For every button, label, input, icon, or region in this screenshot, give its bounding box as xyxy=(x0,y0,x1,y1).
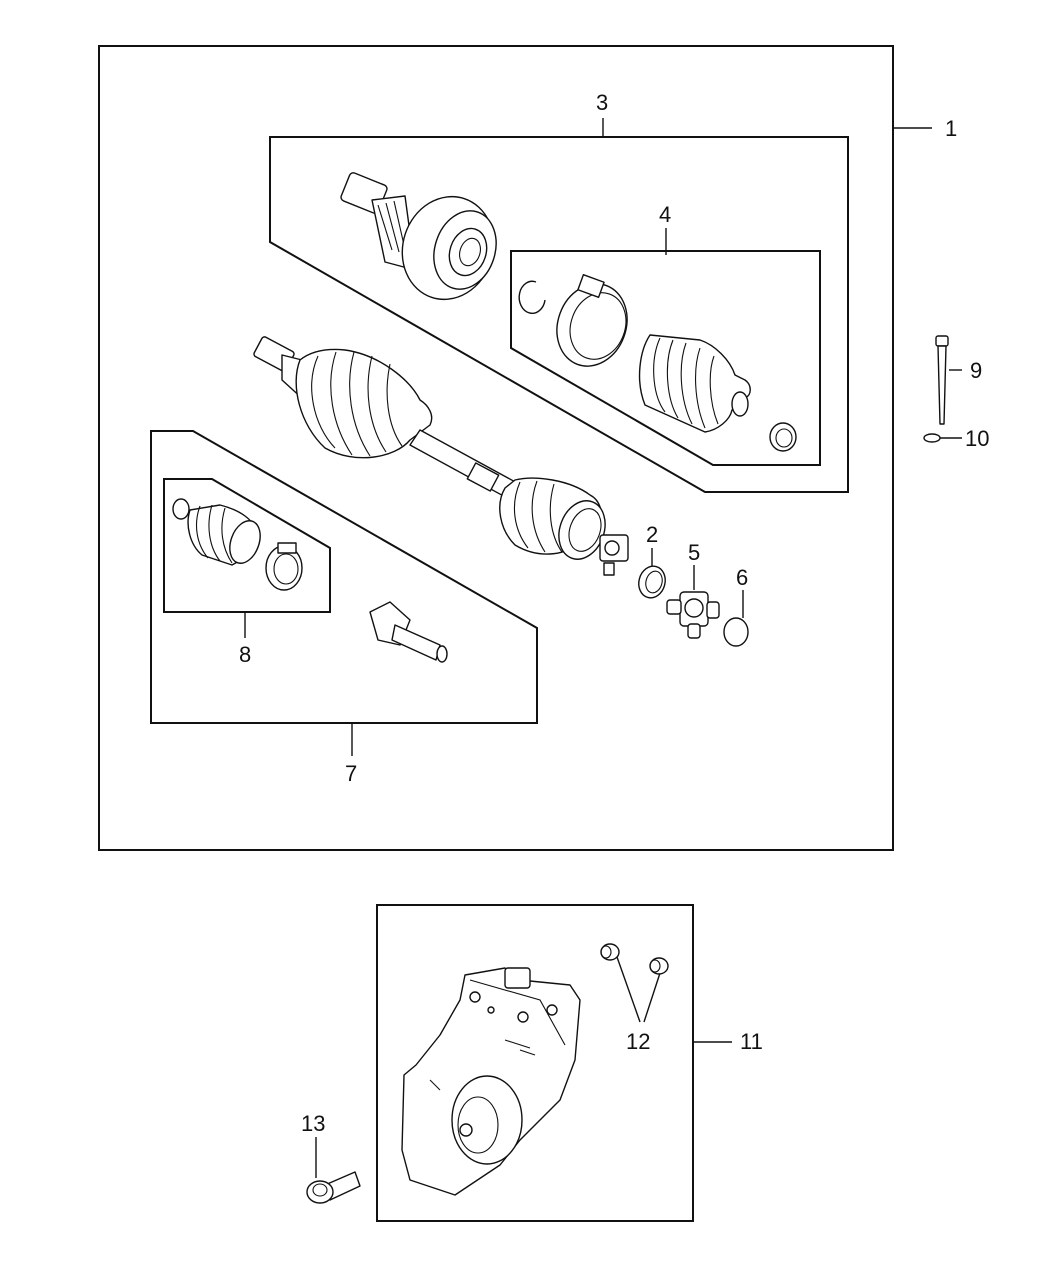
callout-2: 2 xyxy=(646,522,658,547)
callout-4: 4 xyxy=(659,202,671,227)
callout-6: 6 xyxy=(736,565,748,590)
bolt-9 xyxy=(935,335,949,425)
inner-joint-kit-7-frame xyxy=(150,430,538,724)
callout-9: 9 xyxy=(970,358,982,383)
callout-8: 8 xyxy=(239,642,251,667)
retaining-ring-2 xyxy=(638,565,666,599)
boot-kit-4-parts xyxy=(518,274,797,452)
callout-1: 1 xyxy=(945,116,957,141)
callout-2-3: 3 xyxy=(596,90,608,115)
callout-7: 7 xyxy=(345,761,357,786)
outer-cv-joint xyxy=(340,172,497,301)
tripod-bearing-5 xyxy=(666,591,720,639)
bracket-11 xyxy=(401,967,581,1196)
boot-kit-8-frame xyxy=(163,478,331,613)
nut-10 xyxy=(923,433,941,443)
bushings-12 xyxy=(600,943,669,975)
half-shaft-assembly xyxy=(253,336,629,576)
outer-joint-kit-3-frame xyxy=(269,136,849,493)
leader-lines xyxy=(244,118,962,1178)
flange-bolt-13 xyxy=(306,1171,361,1204)
boot-kit-4-frame xyxy=(510,250,821,466)
inner-joint-housing xyxy=(369,601,448,663)
callout-11: 11 xyxy=(740,1029,763,1054)
callout-10: 10 xyxy=(965,426,989,451)
callout-5: 5 xyxy=(688,540,700,565)
bracket-11-frame xyxy=(376,904,694,1222)
callout-12: 12 xyxy=(626,1029,650,1054)
callout-13: 13 xyxy=(301,1111,325,1136)
snap-ring-6 xyxy=(723,617,749,647)
boot-kit-8-parts xyxy=(172,498,303,591)
assembly-1-frame xyxy=(98,45,894,851)
